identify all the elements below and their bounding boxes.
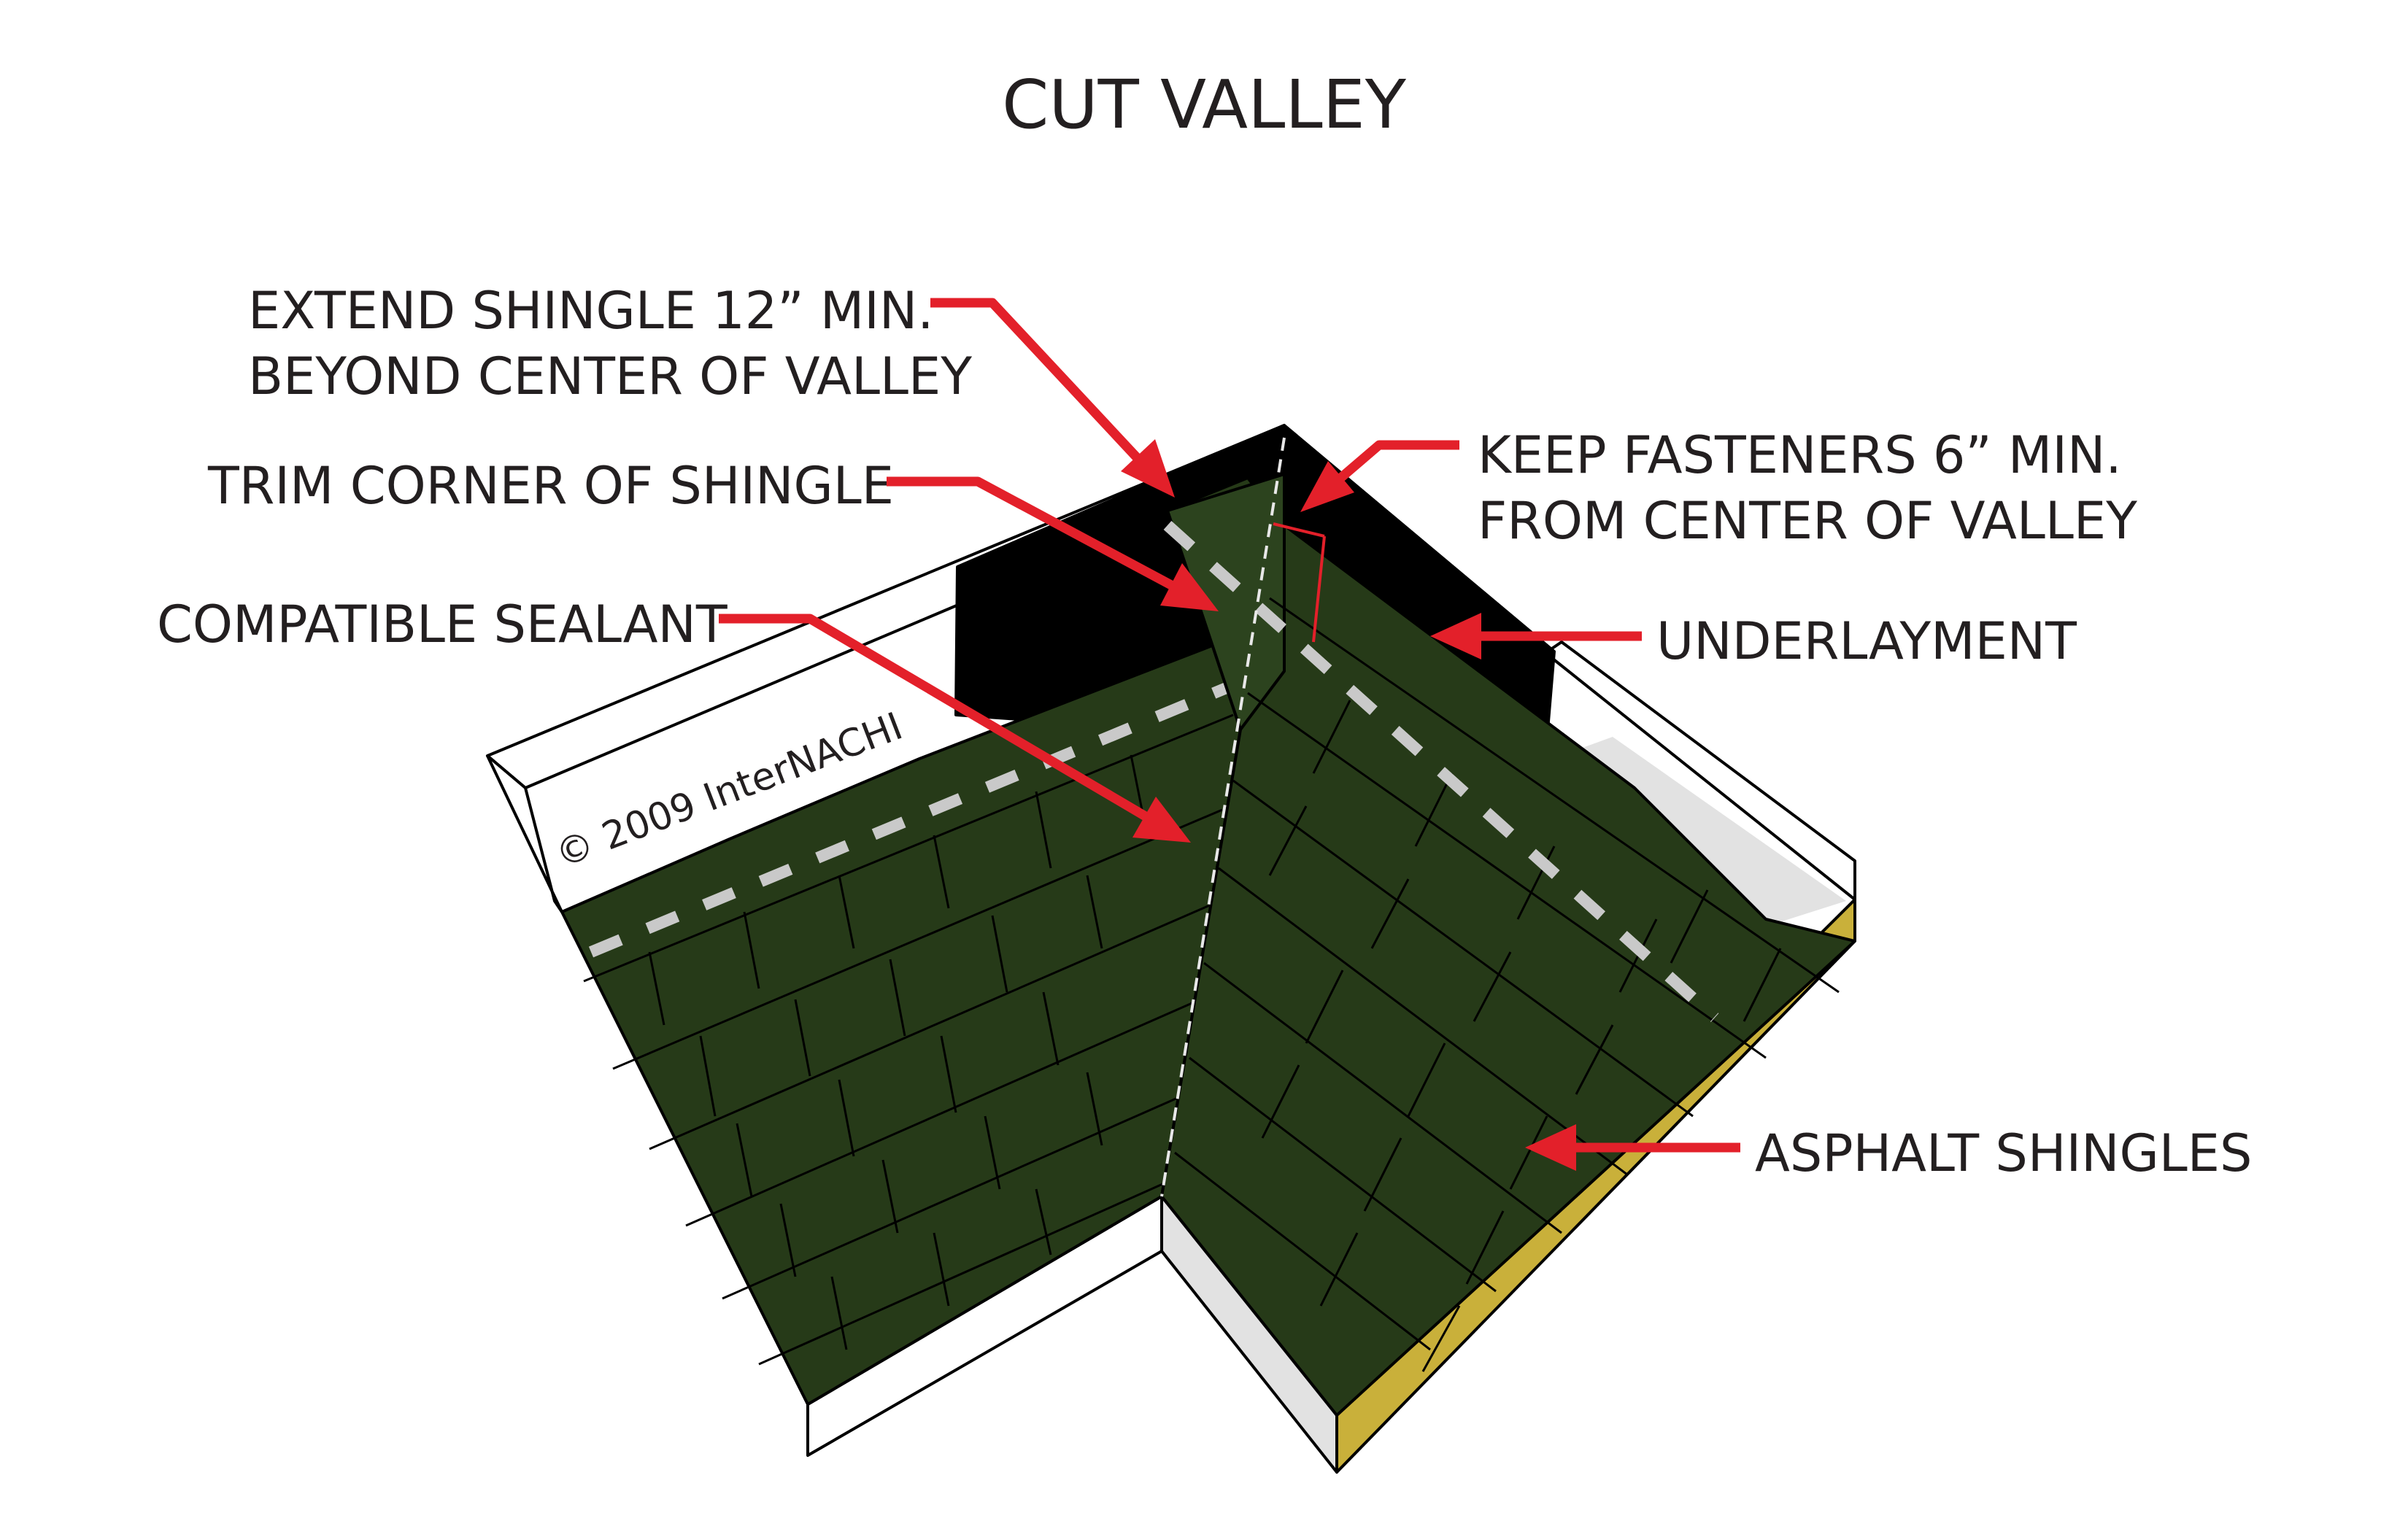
callout-trim-corner: TRIM CORNER OF SHINGLE bbox=[207, 456, 894, 516]
fastener-distance-tick bbox=[1312, 535, 1326, 643]
course-line bbox=[1269, 597, 1840, 994]
shingle-tab bbox=[830, 1276, 848, 1350]
shingle-tab bbox=[1421, 1305, 1461, 1372]
callout-arrows bbox=[719, 298, 1740, 1171]
callout-extend-shingle-line1: EXTEND SHINGLE 12” MIN. bbox=[248, 281, 934, 341]
callout-extend-shingle-line2: BEYOND CENTER OF VALLEY bbox=[248, 347, 972, 406]
course-line bbox=[722, 1093, 1186, 1300]
shingle-tab bbox=[933, 1232, 950, 1307]
arrow-compatible-sealant bbox=[719, 614, 1156, 825]
course-line bbox=[1174, 1151, 1431, 1351]
shingle-tab bbox=[1035, 1188, 1052, 1256]
shingle-tab bbox=[838, 1079, 855, 1157]
shingle-tab bbox=[889, 959, 906, 1037]
arrow-underlayment-head bbox=[1430, 613, 1481, 659]
arrow-extend-shingle bbox=[930, 298, 1149, 471]
callout-compatible-sealant: COMPATIBLE SEALANT bbox=[157, 595, 728, 654]
course-line bbox=[649, 903, 1212, 1150]
shingle-tab bbox=[1575, 1024, 1614, 1095]
arrow-asphalt-shingles-head bbox=[1525, 1124, 1576, 1171]
course-line bbox=[583, 713, 1234, 983]
diagram-title: CUT VALLEY bbox=[1002, 66, 1407, 144]
right-roof-plane bbox=[1160, 473, 1856, 1417]
shingle-tab bbox=[984, 1115, 1001, 1190]
fascia-left-side bbox=[486, 754, 563, 913]
shingle-tab bbox=[1370, 878, 1410, 949]
callout-keep-fasteners-line1: KEEP FASTENERS 6” MIN. bbox=[1478, 425, 2122, 485]
shingle-tab bbox=[1035, 791, 1052, 869]
shingle-tab bbox=[1312, 700, 1351, 774]
valley-overlap-shingle bbox=[1166, 473, 1286, 731]
course-line bbox=[1203, 962, 1562, 1234]
shingle-tab bbox=[1363, 1137, 1402, 1212]
fascia-right bbox=[1544, 641, 1856, 901]
arrow-trim-corner-head bbox=[1160, 563, 1219, 611]
course-line bbox=[685, 998, 1201, 1227]
shingle-tab bbox=[1268, 805, 1308, 876]
shingle-tab bbox=[794, 999, 811, 1077]
shingle-tab bbox=[1086, 1072, 1103, 1146]
left-roof-plane bbox=[560, 633, 1243, 1406]
arrow-keep-fasteners-head bbox=[1300, 461, 1354, 512]
shingle-tab bbox=[736, 1123, 753, 1197]
valley-center-line bbox=[1160, 437, 1286, 1197]
shingle-tab bbox=[940, 1035, 957, 1113]
arrow-trim-corner bbox=[887, 476, 1185, 595]
shingle-tab bbox=[1516, 846, 1556, 920]
shingle-tab bbox=[933, 835, 950, 909]
shingle-tab bbox=[1473, 951, 1512, 1022]
shingle-tab bbox=[1086, 875, 1103, 949]
callout-underlayment: UNDERLAYMENT bbox=[1656, 611, 2077, 671]
shingle-tab bbox=[743, 911, 760, 989]
shingle-tab bbox=[648, 951, 665, 1026]
shingle-tab bbox=[1261, 1064, 1300, 1139]
course-line bbox=[758, 1180, 1168, 1366]
shingle-tab bbox=[1509, 1115, 1548, 1190]
shingle-tab bbox=[991, 915, 1008, 993]
shingle-tab bbox=[1042, 991, 1060, 1066]
fastener-distance-marker bbox=[1273, 522, 1325, 538]
callout-labels: EXTEND SHINGLE 12” MIN. BEYOND CENTER OF… bbox=[157, 281, 2252, 1183]
shingle-tab bbox=[1407, 1042, 1446, 1117]
shingle-tab bbox=[881, 1159, 899, 1234]
shingle-tab bbox=[1743, 948, 1782, 1022]
shingle-tab bbox=[1305, 970, 1344, 1044]
shingle-tab bbox=[699, 1035, 717, 1117]
shingle-tab bbox=[1465, 1210, 1505, 1285]
shingle-tab bbox=[1670, 889, 1709, 964]
callout-keep-fasteners-line2: FROM CENTER OF VALLEY bbox=[1478, 491, 2137, 551]
arrow-compatible-sealant-head bbox=[1132, 797, 1191, 843]
shingle-tab bbox=[1414, 773, 1454, 847]
shingle-tab bbox=[779, 1203, 797, 1277]
course-line bbox=[1189, 1056, 1497, 1293]
course-line bbox=[612, 808, 1223, 1070]
course-line bbox=[1232, 779, 1694, 1118]
callout-asphalt-shingles: ASPHALT SHINGLES bbox=[1755, 1123, 2252, 1183]
shingle-tab bbox=[1319, 1232, 1359, 1307]
nail-line-right bbox=[1163, 521, 1719, 1022]
arrow-keep-fasteners bbox=[1324, 440, 1459, 492]
course-line bbox=[1218, 867, 1628, 1176]
arrow-extend-shingle-head bbox=[1121, 439, 1175, 498]
course-line bbox=[1247, 692, 1767, 1059]
shingle-tab bbox=[838, 875, 855, 949]
